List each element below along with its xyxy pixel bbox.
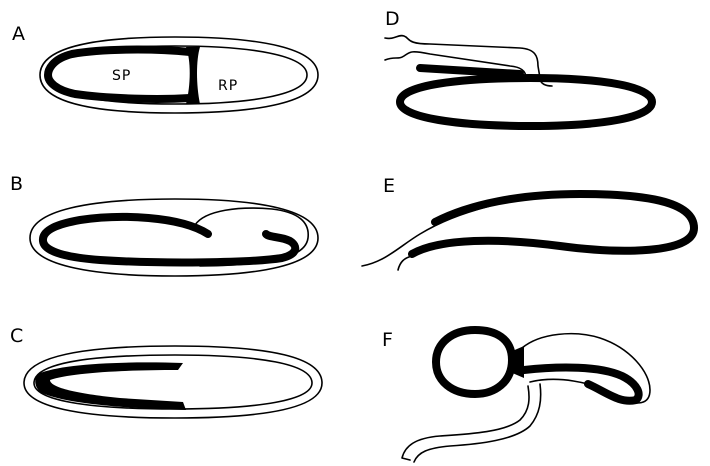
panel-e-tail-tip [398,256,412,270]
panel-f: F [382,329,650,462]
panel-a-label-sp: SP [112,68,131,84]
panel-b-label: B [10,173,23,195]
panel-c: C [10,325,322,418]
panel-c-thick-wall [35,362,186,410]
panel-f-label: F [382,329,393,351]
panel-e-thin-tail [362,206,490,266]
panel-d-label: D [385,8,400,30]
panel-d: D [385,8,652,126]
panel-e-label: E [383,175,395,197]
panel-e-spore-body [412,194,694,254]
panel-d-spore-body [400,78,652,126]
panel-a-label: A [12,23,25,45]
panel-d-stalk-wall [420,68,520,74]
panel-a: A SP RP [12,23,318,113]
panel-b: B [10,173,318,276]
panel-f-mother-cell [436,330,512,394]
panel-e: E [362,175,694,270]
panel-b-thick-wall [43,217,295,263]
panel-c-label: C [10,325,23,347]
panel-a-label-rp: RP [218,78,238,94]
